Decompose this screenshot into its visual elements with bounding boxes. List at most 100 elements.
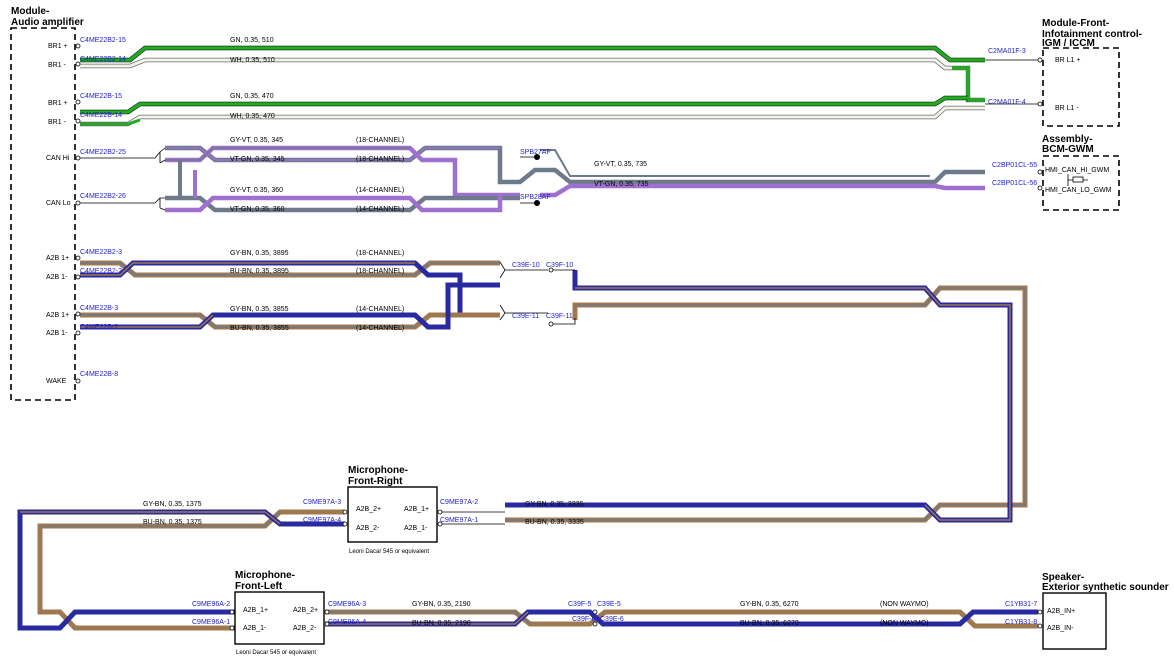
connector-label: C4ME22B2-26 — [80, 193, 126, 200]
channel-note: (18-CHANNEL) — [356, 268, 404, 275]
wire-label: WH, 0.35, 470 — [230, 113, 275, 120]
connector-label: C9ME96A-1 — [192, 619, 230, 626]
wire-bu-bn-3855[interactable] — [80, 282, 500, 330]
connector-label: C4ME22B-14 — [80, 112, 122, 119]
splice-points: SPB27AF SPB28AF — [520, 149, 551, 206]
pin-label: A2B_1+ — [404, 506, 429, 513]
wire-gn-510[interactable] — [80, 45, 985, 63]
wire-wh-510[interactable] — [80, 57, 985, 103]
channel-note: (18-CHANNEL) — [356, 156, 404, 163]
wire-bu-bn-1375[interactable] — [17, 509, 345, 631]
wire-label: GY-BN, 0.35, 3855 — [230, 306, 289, 313]
connector-label: C4ME22B-15 — [80, 93, 122, 100]
pin-label: A2B_1- — [404, 525, 428, 532]
audio-amplifier-pins: BR1 + BR1 - BR1 + BR1 - CAN Hi CAN Lo A2… — [46, 37, 126, 385]
microphone-front-right[interactable]: Microphone- Front-Right Leoni Dacar 545 … — [303, 465, 505, 555]
channel-note: (14-CHANNEL) — [356, 187, 404, 194]
part-note: Leoni Dacar 545 or equivalent — [349, 549, 429, 555]
wire-label: GY-BN, 0.35, 6270 — [740, 601, 799, 608]
wire-vt-gn-345[interactable] — [165, 145, 520, 198]
channel-note: (NON WAYMO) — [880, 601, 929, 608]
wire-gy-vt-345[interactable] — [165, 145, 985, 185]
pin-label: BR1 - — [48, 119, 67, 126]
inline-connectors-upper: C39E-10 C39F-10 C39E-11 C39F-11 — [499, 261, 576, 327]
connector-label: C2MA01F-4 — [988, 99, 1026, 106]
pin-label: WAKE — [46, 378, 67, 385]
connector-label: C39F-10 — [546, 262, 573, 269]
module-title-line2: Front-Right — [348, 476, 403, 487]
connector-label: C9ME96A-2 — [192, 601, 230, 608]
wire-label: VT-GN, 0.35, 345 — [230, 156, 285, 163]
pin-label: CAN Hi — [46, 155, 70, 162]
wire-bu-bn-2190[interactable] — [325, 609, 1038, 627]
wire-label: GY-VT, 0.35, 360 — [230, 187, 283, 194]
wire-gn-470[interactable] — [80, 95, 968, 115]
module-title-line2: Audio amplifier — [11, 17, 84, 28]
wire-gy-bn-1375[interactable] — [37, 509, 345, 631]
pin-label: BR1 - — [48, 62, 67, 69]
pin-label: A2B_2- — [293, 625, 317, 632]
wire-label: VT-GN, 0.35, 735 — [594, 181, 649, 188]
wire-bu-bn-3335[interactable] — [505, 270, 1013, 523]
channel-note: (14-CHANNEL) — [356, 206, 404, 213]
module-title-line1: Microphone- — [235, 570, 295, 581]
wire-gy-vt-360[interactable] — [165, 160, 520, 213]
module-title-line1: Module-Front- — [1042, 18, 1109, 29]
connector-label: C39E-5 — [597, 601, 621, 608]
pin-label: BR L1 - — [1055, 105, 1079, 112]
module-title-line3: IGM / ICCM — [1042, 38, 1095, 49]
splice-label: SPB28AF — [520, 194, 551, 201]
module-title-line1: Module- — [11, 6, 49, 17]
module-title-line2: Infotainment control- — [1042, 29, 1142, 40]
connector-label: C4ME22B-3 — [80, 305, 118, 312]
pin-label: A2B 1+ — [46, 255, 69, 262]
connector-label: C4ME22B2-3 — [80, 249, 122, 256]
connector-label: C39F-11 — [546, 313, 573, 320]
wire-label: VT-GN, 0.35, 360 — [230, 206, 285, 213]
pin-label: BR1 + — [48, 43, 68, 50]
speaker-exterior-sounder[interactable]: Speaker- Exterior synthetic sounder A2B_… — [1005, 572, 1169, 650]
wire-label: BU-BN, 0.35, 6270 — [740, 620, 799, 627]
wire-wh-470[interactable] — [80, 105, 985, 127]
wire-layer — [17, 45, 1038, 631]
pin-label: A2B_2- — [356, 525, 380, 532]
pin-label: A2B 1- — [46, 274, 68, 281]
connector-label: C9ME96A-3 — [328, 601, 366, 608]
wire-label: BU-BN, 0.35, 3855 — [230, 325, 289, 332]
channel-note: (14-CHANNEL) — [356, 306, 404, 313]
microphone-front-left[interactable]: Microphone- Front-Left Leoni Dacar 545 o… — [192, 570, 366, 656]
pin-label: BR1 + — [48, 100, 68, 107]
pin-label: A2B_2+ — [293, 607, 318, 614]
connector-label: C4ME22B-8 — [80, 371, 118, 378]
connector-label: C39E-11 — [512, 313, 539, 320]
wire-label: WH, 0.35, 510 — [230, 57, 275, 64]
audio-amplifier-module[interactable]: Module- Audio amplifier — [10, 6, 84, 401]
pin-label: A2B 1- — [46, 330, 68, 337]
wire-gy-bn-3335[interactable] — [505, 285, 1028, 523]
module-title-line2: Exterior synthetic sounder — [1042, 582, 1169, 593]
bcm-module[interactable]: Assembly- BCM-GWM HMI_CAN_HI_GWM HMI_CAN… — [992, 134, 1120, 211]
connector-label: C4ME22B2-15 — [80, 37, 126, 44]
infotainment-module[interactable]: Module-Front- Infotainment control- IGM … — [985, 18, 1142, 127]
wire-label: BU-BN, 0.35, 3895 — [230, 268, 289, 275]
connector-label: C1YB31-7 — [1005, 601, 1037, 608]
wire-label: GY-BN, 0.35, 3895 — [230, 250, 289, 257]
wire-bu-bn-3895[interactable] — [80, 260, 500, 318]
wire-gy-bn-3895[interactable] — [80, 260, 500, 278]
wire-label: GY-BN, 0.35, 1375 — [143, 501, 202, 508]
connector-label: C9ME97A-3 — [303, 499, 341, 506]
pin-label: BR L1 + — [1055, 57, 1081, 64]
pin-label: A2B_IN+ — [1047, 608, 1075, 615]
connector-label: C1YB31-8 — [1005, 619, 1037, 626]
connector-label: C39E-6 — [600, 616, 624, 623]
connector-label: C4ME22B2-14 — [80, 56, 126, 63]
wire-vt-gn-735[interactable] — [540, 149, 985, 198]
wire-vt-gn-360[interactable] — [165, 170, 503, 213]
channel-note: (14-CHANNEL) — [356, 325, 404, 332]
channel-note: (18-CHANNEL) — [356, 137, 404, 144]
connector-label: C39E-10 — [512, 262, 540, 269]
pin-label: CAN Lo — [46, 200, 71, 207]
wire-label: GY-VT, 0.35, 735 — [594, 161, 647, 168]
module-title-line2: BCM-GWM — [1042, 144, 1094, 155]
